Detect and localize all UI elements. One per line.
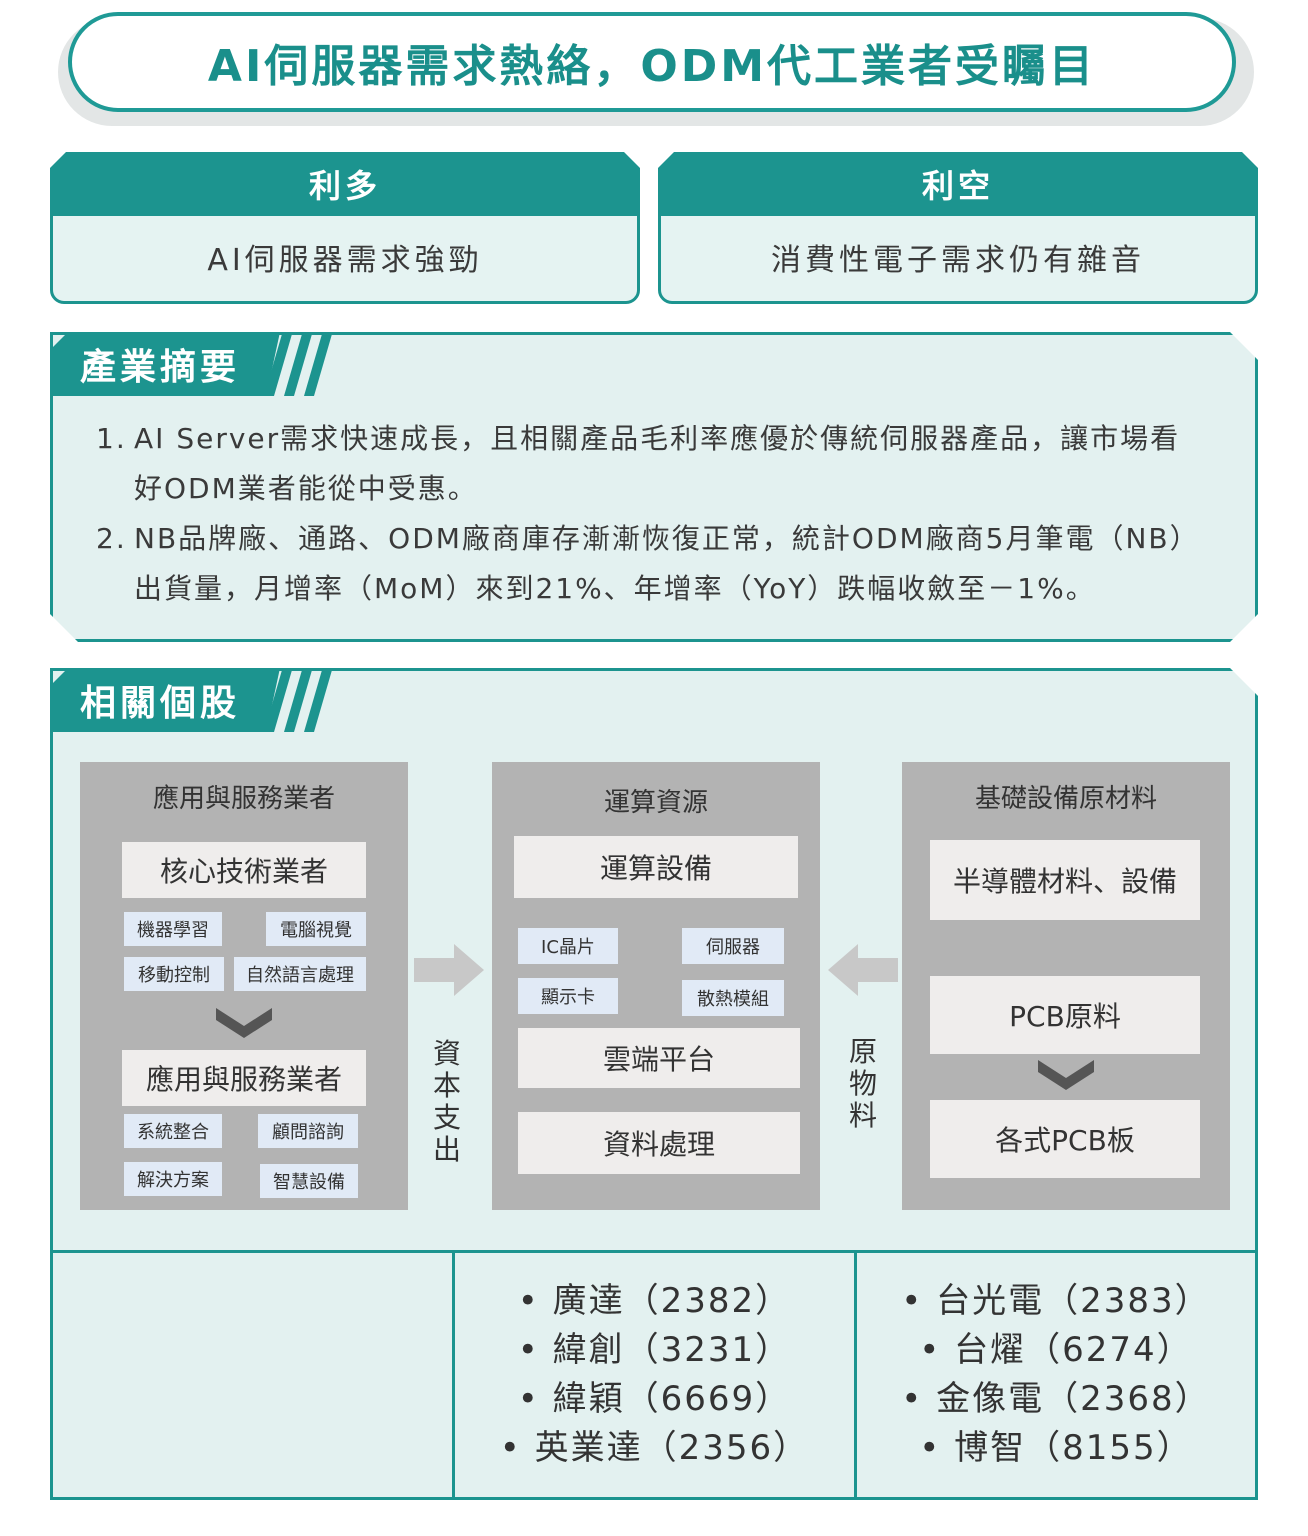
pcb-board-label: 各式PCB板 xyxy=(995,1124,1135,1157)
pros-header: 利多 xyxy=(50,152,640,216)
chevron-down-icon xyxy=(1038,1060,1094,1090)
tag: 散熱模組 xyxy=(682,980,784,1016)
tag: 移動控制 xyxy=(124,957,224,991)
summary-item-text: NB品牌廠、通路、ODM廠商庫存漸漸恢復正常，統計ODM廠商5月筆電（NB）出貨… xyxy=(134,522,1186,605)
stock-item: • 緯創（3231） xyxy=(517,1330,792,1370)
tag: 自然語言處理 xyxy=(234,957,366,991)
stock-item: • 緯穎（6669） xyxy=(517,1379,792,1419)
stock-item: • 金像電（2368） xyxy=(901,1379,1211,1419)
computing-equipment-box: 運算設備 xyxy=(514,836,798,898)
summary-tab: 產業摘要 xyxy=(50,332,280,396)
pros-label: 利多 xyxy=(308,167,381,205)
cons-text: 消費性電子需求仍有雜音 xyxy=(771,243,1145,278)
tag: 顯示卡 xyxy=(518,978,618,1014)
data-processing-label: 資料處理 xyxy=(602,1128,715,1161)
stock-cell-empty xyxy=(50,1250,455,1500)
tag: 機器學習 xyxy=(124,912,222,946)
stocks-label: 相關個股 xyxy=(80,683,241,724)
summary-label: 產業摘要 xyxy=(80,347,241,388)
stock-item: • 博智（8155） xyxy=(919,1428,1193,1468)
summary-tab-top-line xyxy=(50,332,1230,335)
chevron-down-icon xyxy=(216,1008,272,1038)
semiconductor-box: 半導體材料、設備 xyxy=(930,840,1200,920)
tag: 解決方案 xyxy=(124,1162,222,1196)
tag: 電腦視覺 xyxy=(266,912,366,946)
arrow-right-icon xyxy=(414,944,484,996)
summary-item: 1. AI Server需求快速成長，且相關產品毛利率應優於傳統伺服器產品，讓市… xyxy=(96,414,1196,514)
cons-box: 消費性電子需求仍有雜音 xyxy=(658,210,1258,304)
pros-text: AI伺服器需求強勁 xyxy=(207,243,483,278)
cons-label: 利空 xyxy=(921,167,994,205)
tag: 顧問諮詢 xyxy=(258,1114,358,1148)
tag: IC晶片 xyxy=(518,928,618,964)
column-title: 基礎設備原材料 xyxy=(974,784,1157,814)
app-services-box: 應用與服務業者 xyxy=(122,1050,366,1106)
core-tech-label: 核心技術業者 xyxy=(159,855,328,888)
summary-stripes-icon xyxy=(264,334,332,396)
stock-list: • 廣達（2382） • 緯創（3231） • 緯穎（6669） • 英業達（2… xyxy=(500,1277,809,1473)
stock-cell-materials: • 台光電（2383） • 台燿（6274） • 金像電（2368） • 博智（… xyxy=(854,1250,1258,1500)
tag: 伺服器 xyxy=(682,928,784,964)
summary-list: 1. AI Server需求快速成長，且相關產品毛利率應優於傳統伺服器產品，讓市… xyxy=(96,414,1196,614)
cons-header: 利空 xyxy=(658,152,1258,216)
tag: 系統整合 xyxy=(124,1114,222,1148)
summary-item: 2. NB品牌廠、通路、ODM廠商庫存漸漸恢復正常，統計ODM廠商5月筆電（NB… xyxy=(96,514,1196,614)
tag: 智慧設備 xyxy=(260,1164,358,1198)
stock-list: • 台光電（2383） • 台燿（6274） • 金像電（2368） • 博智（… xyxy=(901,1277,1210,1473)
raw-material-label: 原物料 xyxy=(848,1035,877,1132)
cloud-platform-label: 雲端平台 xyxy=(602,1043,715,1076)
stock-cell-computing: • 廣達（2382） • 緯創（3231） • 緯穎（6669） • 英業達（2… xyxy=(452,1250,857,1500)
pcb-board-box: 各式PCB板 xyxy=(930,1100,1200,1178)
capex-label: 資本支出 xyxy=(432,1037,461,1166)
stock-item: • 廣達（2382） xyxy=(517,1281,792,1321)
stock-item: • 台光電（2383） xyxy=(901,1281,1211,1321)
summary-item-text: AI Server需求快速成長，且相關產品毛利率應優於傳統伺服器產品，讓市場看好… xyxy=(134,422,1181,505)
column-title: 運算資源 xyxy=(603,788,708,818)
pros-box: AI伺服器需求強勁 xyxy=(50,210,640,304)
summary-item-number: 1. xyxy=(96,422,127,455)
pcb-material-box: PCB原料 xyxy=(930,976,1200,1054)
stocks-stripes-icon xyxy=(264,670,332,732)
stock-item: • 台燿（6274） xyxy=(919,1330,1193,1370)
semiconductor-label: 半導體材料、設備 xyxy=(952,865,1177,898)
computing-equipment-label: 運算設備 xyxy=(599,852,712,885)
arrow-left-icon xyxy=(828,944,898,996)
cloud-platform-box: 雲端平台 xyxy=(518,1028,800,1088)
stocks-tab: 相關個股 xyxy=(50,668,280,732)
core-tech-box: 核心技術業者 xyxy=(122,842,366,898)
page-title: AI伺服器需求熱絡，ODM代工業者受矚目 xyxy=(68,12,1236,112)
column-title: 應用與服務業者 xyxy=(152,784,335,814)
app-services-label: 應用與服務業者 xyxy=(145,1063,342,1096)
stocks-tab-top-line xyxy=(50,668,1230,671)
stock-item: • 英業達（2356） xyxy=(499,1428,810,1468)
data-processing-box: 資料處理 xyxy=(518,1112,800,1174)
pcb-material-label: PCB原料 xyxy=(1009,1000,1121,1033)
summary-item-number: 2. xyxy=(96,522,127,555)
